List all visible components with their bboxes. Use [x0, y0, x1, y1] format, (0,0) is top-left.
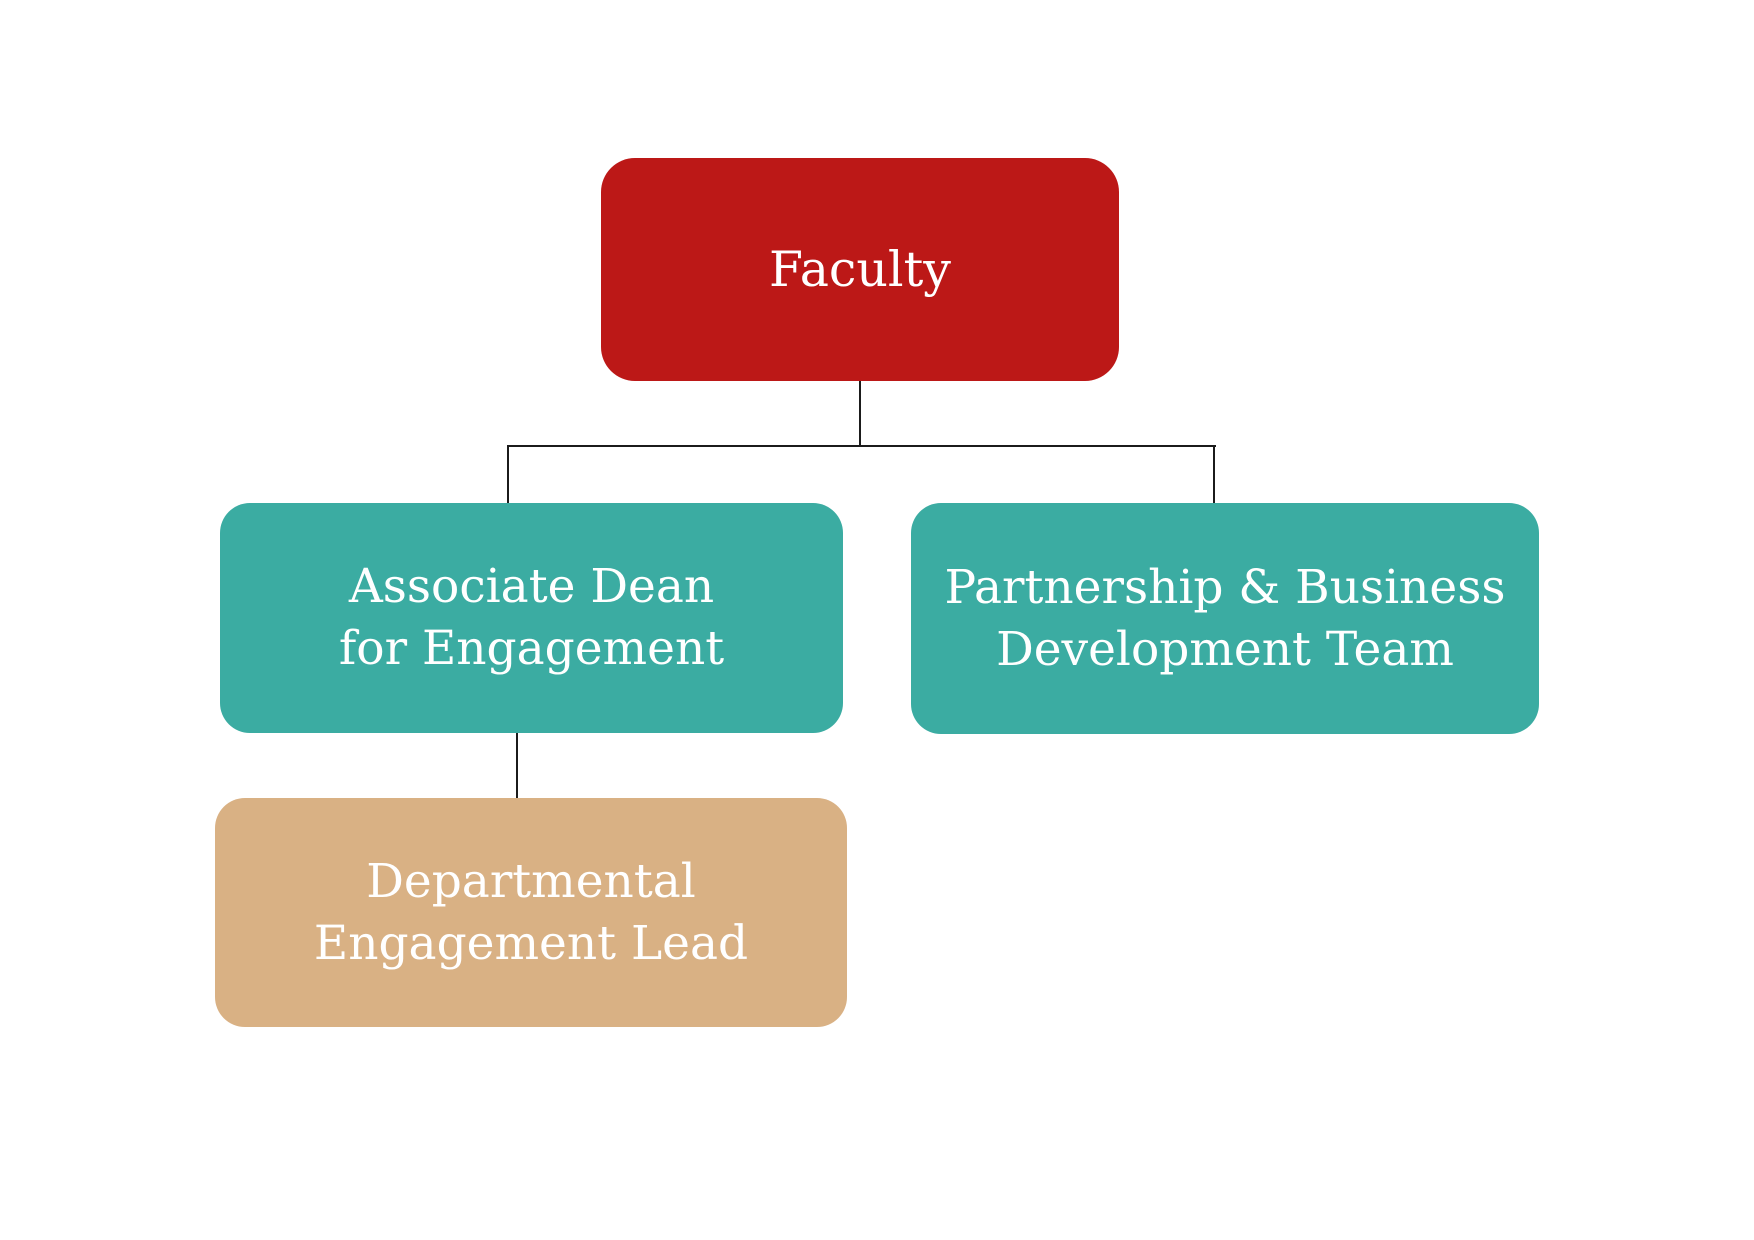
connector-faculty-stub — [859, 381, 861, 446]
node-faculty: Faculty — [601, 158, 1119, 381]
node-faculty-label: Faculty — [769, 240, 951, 298]
connector-dean-to-departmental-lead — [516, 733, 518, 799]
node-associate-dean: Associate Dean for Engagement — [220, 503, 843, 733]
node-partnership-team-label-line1: Partnership & Business — [944, 559, 1506, 615]
connector-faculty-children-horizontal — [508, 445, 1216, 447]
node-associate-dean-label-line1: Associate Dean — [348, 559, 715, 614]
node-departmental-lead: Departmental Engagement Lead — [215, 798, 847, 1027]
node-departmental-lead-label-line1: Departmental — [366, 853, 696, 909]
connector-to-partnership-team — [1213, 445, 1215, 504]
node-associate-dean-label-line2: for Engagement — [338, 621, 725, 676]
node-partnership-team: Partnership & Business Development Team — [911, 503, 1539, 734]
node-departmental-lead-label-line2: Engagement Lead — [313, 915, 749, 971]
connector-to-associate-dean — [507, 445, 509, 504]
node-partnership-team-label-line2: Development Team — [996, 621, 1454, 677]
